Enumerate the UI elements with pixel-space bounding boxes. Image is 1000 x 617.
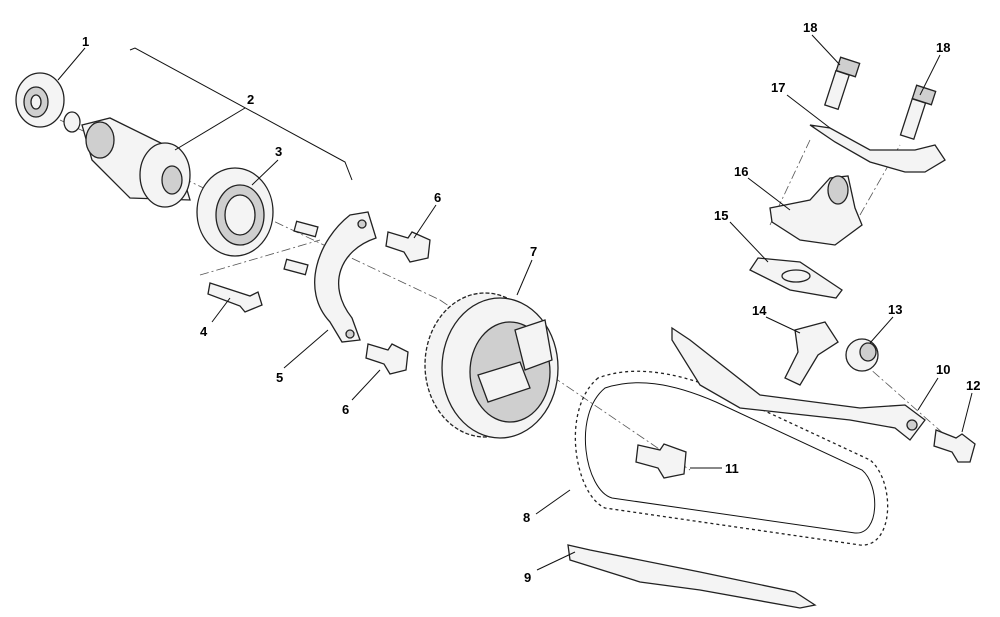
callout-17: 17 bbox=[771, 80, 785, 95]
bolt-part-6-lower bbox=[365, 343, 409, 375]
bracket-part-14 bbox=[784, 321, 839, 386]
bolt-part-4 bbox=[207, 282, 263, 313]
callout-3: 3 bbox=[275, 144, 282, 159]
callout-4: 4 bbox=[200, 324, 208, 339]
retaining-plate-part bbox=[314, 211, 377, 343]
bushing-part bbox=[845, 338, 879, 372]
callout-18-left: 18 bbox=[803, 20, 817, 35]
callout-11: 11 bbox=[725, 461, 739, 476]
callout-7: 7 bbox=[530, 244, 537, 259]
callout-9: 9 bbox=[524, 570, 531, 585]
callout-10: 10 bbox=[936, 362, 950, 377]
callout-15: 15 bbox=[714, 208, 728, 223]
bearing-part bbox=[15, 72, 81, 133]
dowel-pins bbox=[283, 220, 319, 276]
guide-rail-lower bbox=[567, 544, 817, 609]
tensioner-rail bbox=[671, 326, 926, 441]
sprocket-part bbox=[424, 292, 559, 439]
callout-14: 14 bbox=[752, 303, 767, 318]
callout-1: 1 bbox=[82, 34, 89, 49]
callout-13: 13 bbox=[888, 302, 902, 317]
assembly-bracket bbox=[129, 47, 353, 181]
callout-6-upper: 6 bbox=[434, 190, 441, 205]
leader-lines bbox=[57, 34, 973, 571]
chain-part bbox=[574, 370, 889, 546]
bolt-part-18-left bbox=[823, 56, 861, 111]
cover-plate-part bbox=[809, 124, 946, 173]
callout-16: 16 bbox=[734, 164, 748, 179]
callout-2: 2 bbox=[247, 92, 254, 107]
bolt-part-11 bbox=[635, 443, 687, 479]
roller-bearing-part bbox=[196, 167, 274, 257]
gasket-part bbox=[749, 257, 843, 299]
callout-6-lower: 6 bbox=[342, 402, 349, 417]
callout-5: 5 bbox=[276, 370, 283, 385]
callout-8: 8 bbox=[523, 510, 530, 525]
callout-18-right: 18 bbox=[936, 40, 950, 55]
camshaft-part bbox=[81, 117, 191, 208]
callout-12: 12 bbox=[966, 378, 980, 393]
bolt-part-12 bbox=[933, 429, 976, 463]
bolt-part-18-right bbox=[899, 84, 937, 141]
bolt-part-6-upper bbox=[385, 231, 431, 263]
tensioner-part bbox=[769, 175, 863, 246]
